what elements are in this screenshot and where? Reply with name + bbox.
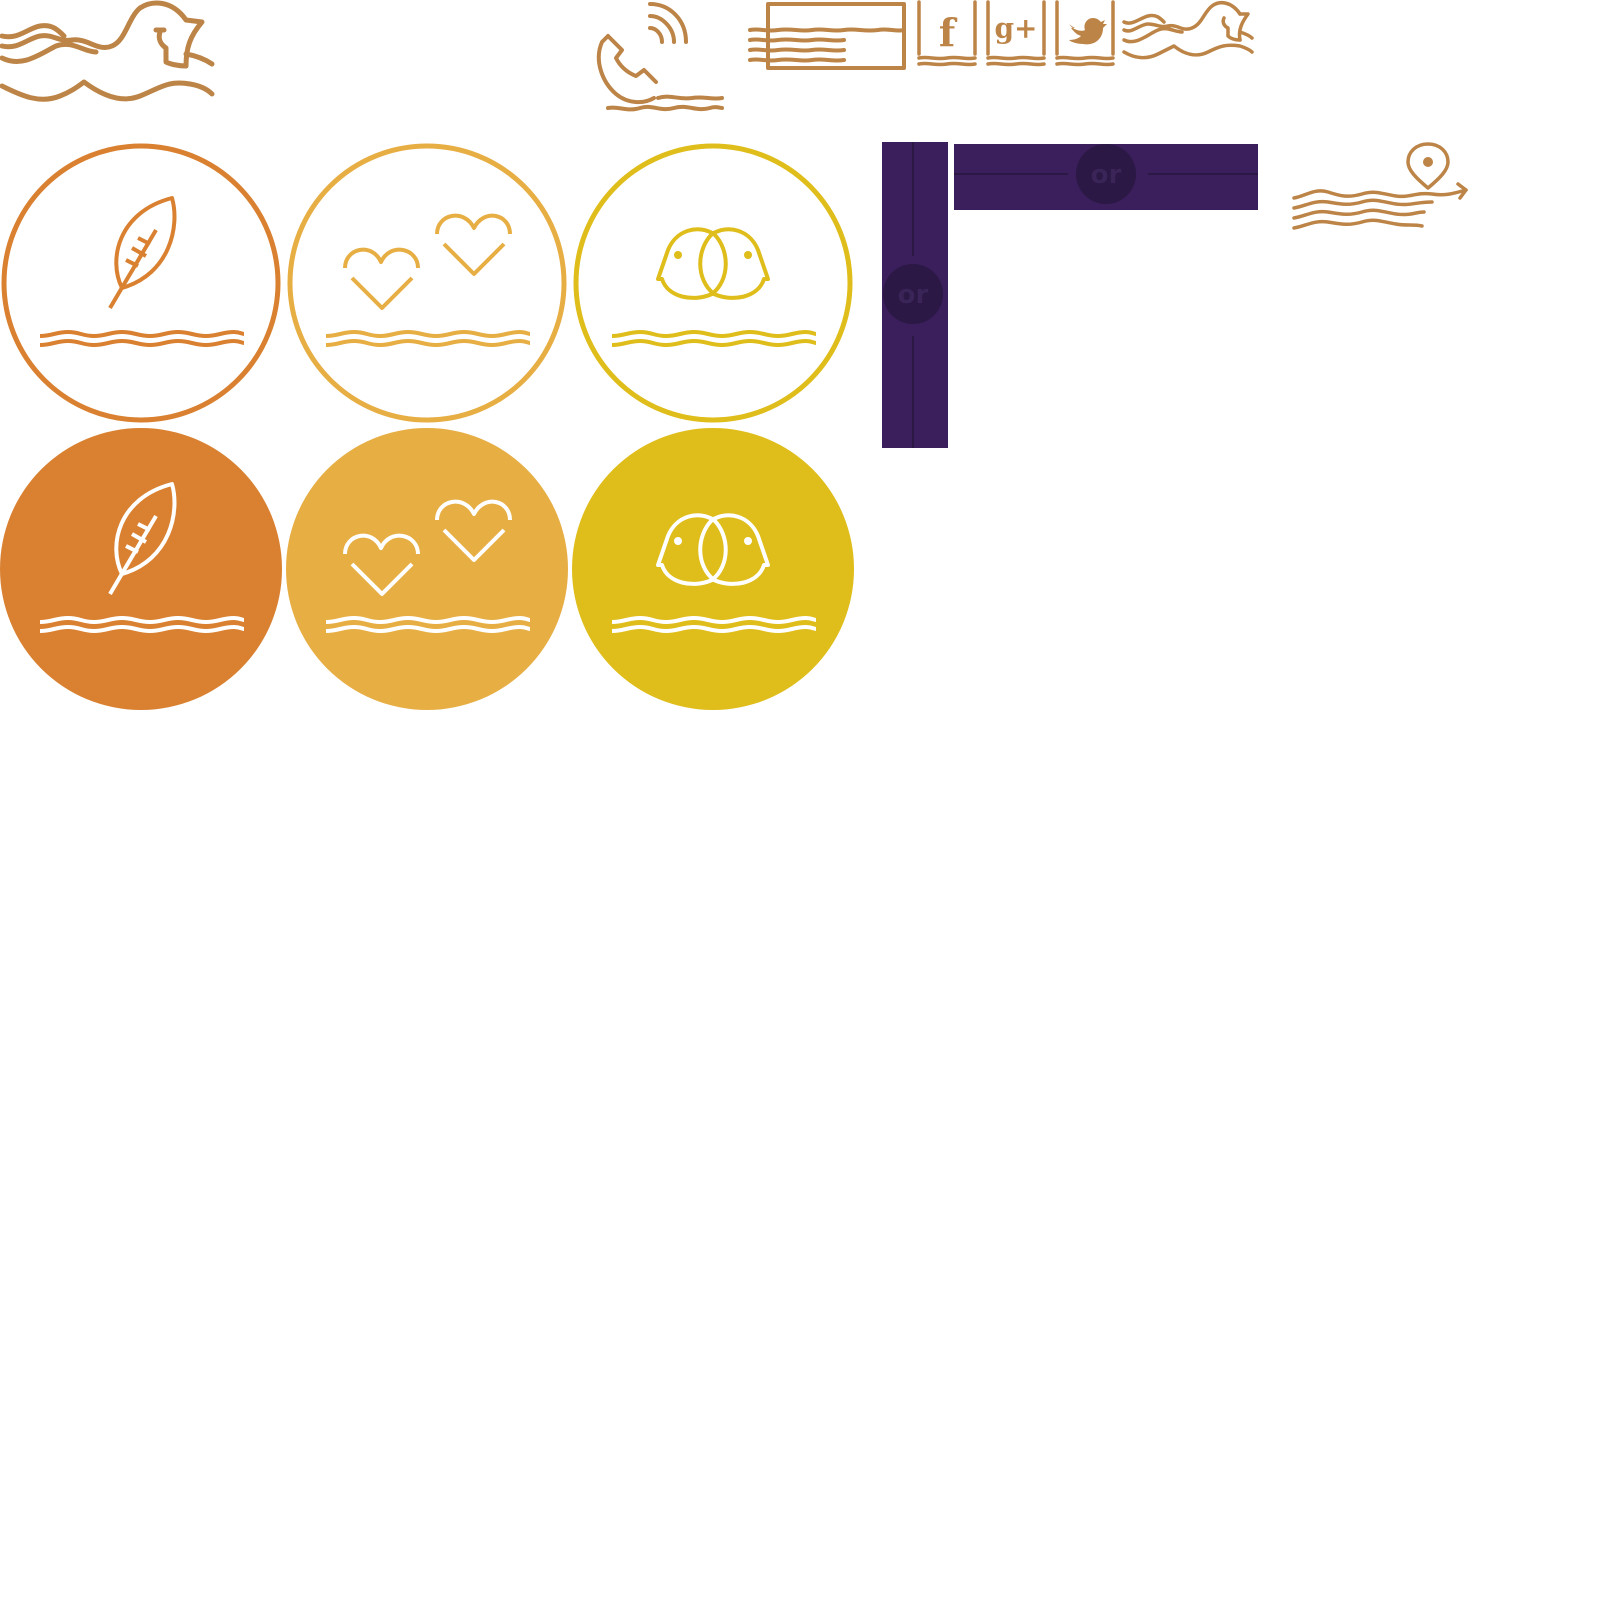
twitter-icon[interactable] <box>1053 0 1117 70</box>
google-plus-icon[interactable]: g+ <box>984 0 1048 70</box>
facebook-glyph: f <box>939 10 958 55</box>
wave-bird-logo-icon <box>0 0 220 110</box>
envelope-wave-icon[interactable] <box>748 0 908 72</box>
horizontal-or-divider: or <box>954 144 1258 210</box>
facebook-icon[interactable]: f <box>915 0 979 70</box>
feather-wave-icon <box>39 196 245 347</box>
small-bird-wave-icon <box>1122 0 1254 66</box>
vertical-or-divider: or <box>882 142 948 448</box>
or-badge <box>883 264 943 324</box>
feature-circle-birds-filled[interactable] <box>572 428 854 710</box>
two-birds-wave-icon <box>611 513 817 633</box>
google-plus-glyph: g+ <box>994 12 1037 45</box>
feature-circle-birds-outline[interactable] <box>572 142 854 424</box>
two-hearts-wave-icon <box>325 213 531 347</box>
or-label: or <box>1091 160 1122 190</box>
two-birds-wave-icon <box>611 227 817 347</box>
two-hearts-wave-icon <box>325 499 531 633</box>
or-label: or <box>898 280 929 310</box>
feature-circle-feather-outline[interactable] <box>0 142 282 424</box>
feature-circle-hearts-outline[interactable] <box>286 142 568 424</box>
feather-wave-icon <box>39 482 245 633</box>
feature-circle-feather-filled[interactable] <box>0 428 282 710</box>
or-badge <box>1076 144 1136 204</box>
phone-wave-icon[interactable] <box>596 0 728 120</box>
map-pin-wave-icon[interactable] <box>1292 140 1472 240</box>
feature-circle-hearts-filled[interactable] <box>286 428 568 710</box>
